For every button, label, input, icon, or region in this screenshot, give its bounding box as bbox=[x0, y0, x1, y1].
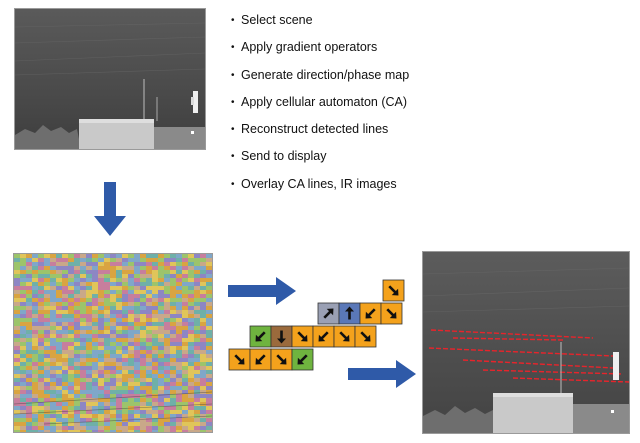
ca-cell bbox=[333, 325, 356, 348]
bullet-icon: • bbox=[231, 42, 235, 54]
ca-cell bbox=[354, 325, 377, 348]
detected-line bbox=[482, 369, 624, 375]
ca-cell bbox=[291, 348, 314, 371]
ca-cell bbox=[249, 325, 272, 348]
bullet-icon: • bbox=[231, 96, 235, 108]
overlay-result-image bbox=[422, 251, 630, 434]
down-arrow-icon bbox=[94, 182, 126, 236]
bullet-icon: • bbox=[231, 69, 235, 81]
detected-line bbox=[430, 329, 594, 339]
direction-arrow-icon bbox=[297, 354, 308, 365]
ca-cell bbox=[249, 348, 272, 371]
direction-arrow-icon bbox=[323, 308, 334, 319]
list-item: •Send to display bbox=[231, 149, 327, 164]
ca-cell bbox=[270, 325, 293, 348]
list-item: •Overlay CA lines, IR images bbox=[231, 176, 397, 191]
direction-arrow-icon bbox=[255, 331, 266, 342]
ir-scene-image bbox=[14, 8, 206, 150]
bullet-icon: • bbox=[231, 124, 235, 136]
list-item: •Select scene bbox=[231, 13, 313, 27]
right-arrow-icon bbox=[228, 277, 296, 305]
direction-arrow-icon bbox=[318, 331, 329, 342]
ca-cell bbox=[382, 279, 405, 302]
detected-line bbox=[462, 359, 614, 369]
direction-arrow-icon bbox=[386, 308, 397, 319]
detected-line bbox=[452, 337, 564, 341]
list-item: •Apply cellular automaton (CA) bbox=[231, 94, 408, 109]
direction-arrow-icon bbox=[255, 354, 266, 365]
list-item: •Apply gradient operators bbox=[231, 40, 378, 55]
detected-line bbox=[512, 377, 629, 383]
ca-cell bbox=[228, 348, 251, 371]
direction-arrow-icon bbox=[339, 331, 350, 342]
bullet-icon: • bbox=[231, 15, 235, 26]
direction-arrow-icon bbox=[360, 331, 371, 342]
direction-arrow-icon bbox=[234, 354, 245, 365]
direction-arrow-icon bbox=[345, 306, 354, 320]
ca-cell bbox=[317, 302, 340, 325]
direction-arrow-icon bbox=[276, 354, 287, 365]
ca-cell bbox=[270, 348, 293, 371]
list-item: •Generate direction/phase map bbox=[231, 67, 410, 82]
direction-arrow-icon bbox=[388, 285, 399, 296]
direction-phase-map bbox=[13, 253, 213, 433]
processing-steps-list: •Select scene •Apply gradient operators … bbox=[231, 12, 409, 203]
ca-cell bbox=[359, 302, 382, 325]
direction-arrow-icon bbox=[277, 330, 286, 344]
ca-cell bbox=[312, 325, 335, 348]
direction-arrow-icon bbox=[297, 331, 308, 342]
detected-line bbox=[428, 347, 614, 357]
right-arrow-icon bbox=[348, 360, 416, 388]
list-item: •Reconstruct detected lines bbox=[231, 122, 389, 137]
ca-cell bbox=[338, 302, 361, 325]
bullet-icon: • bbox=[231, 178, 235, 190]
ca-cell bbox=[291, 325, 314, 348]
ca-cell bbox=[380, 302, 403, 325]
direction-arrow-icon bbox=[365, 308, 376, 319]
bullet-icon: • bbox=[231, 151, 235, 163]
